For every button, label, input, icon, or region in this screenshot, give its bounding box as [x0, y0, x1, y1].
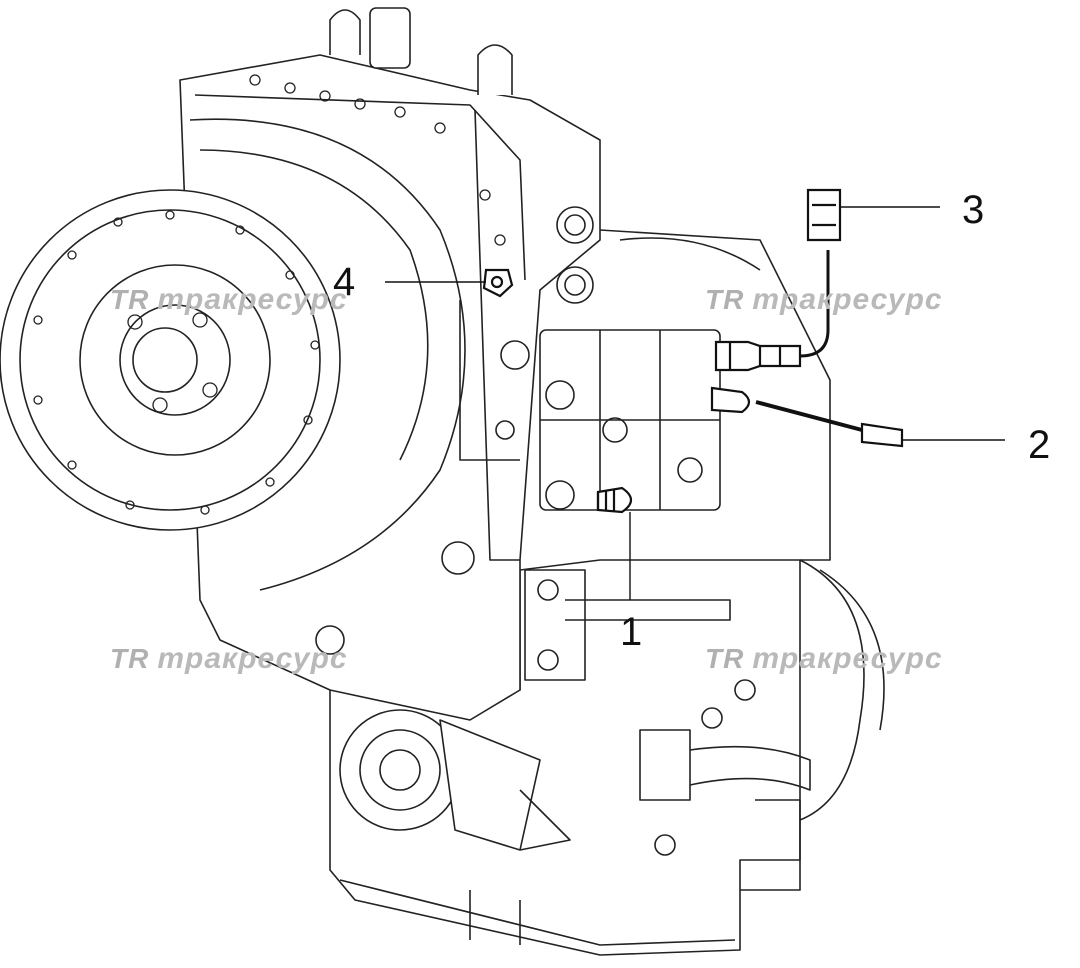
sensor-2 [710, 386, 751, 414]
watermark-text: тракресурс [752, 283, 943, 316]
callout-3: 3 [962, 188, 985, 232]
watermark-logo: TR [110, 284, 150, 315]
right-drum [799, 559, 865, 821]
watermark-logo: TR [110, 643, 150, 674]
sensor-4 [482, 268, 514, 298]
callout-1: 1 [620, 610, 643, 654]
watermark-logo: TR [705, 284, 745, 315]
watermark-top-left: TR тракресурс [110, 283, 348, 317]
watermark-logo: TR [705, 643, 745, 674]
callout-2: 2 [1028, 423, 1051, 467]
watermark-bottom-right: TR тракресурс [705, 642, 943, 676]
sensor-group [482, 188, 904, 514]
watermark-top-right: TR тракресурс [705, 283, 943, 317]
callout-4: 4 [333, 260, 356, 304]
lifting-eye-right [477, 44, 513, 95]
watermark-text: тракресурс [157, 642, 348, 675]
sensor-3 [714, 340, 802, 372]
lifting-eye-left [329, 9, 361, 55]
watermark-text: тракресурс [157, 283, 348, 316]
watermark-bottom-left: TR тракресурс [110, 642, 348, 676]
watermark-text: тракресурс [752, 642, 943, 675]
